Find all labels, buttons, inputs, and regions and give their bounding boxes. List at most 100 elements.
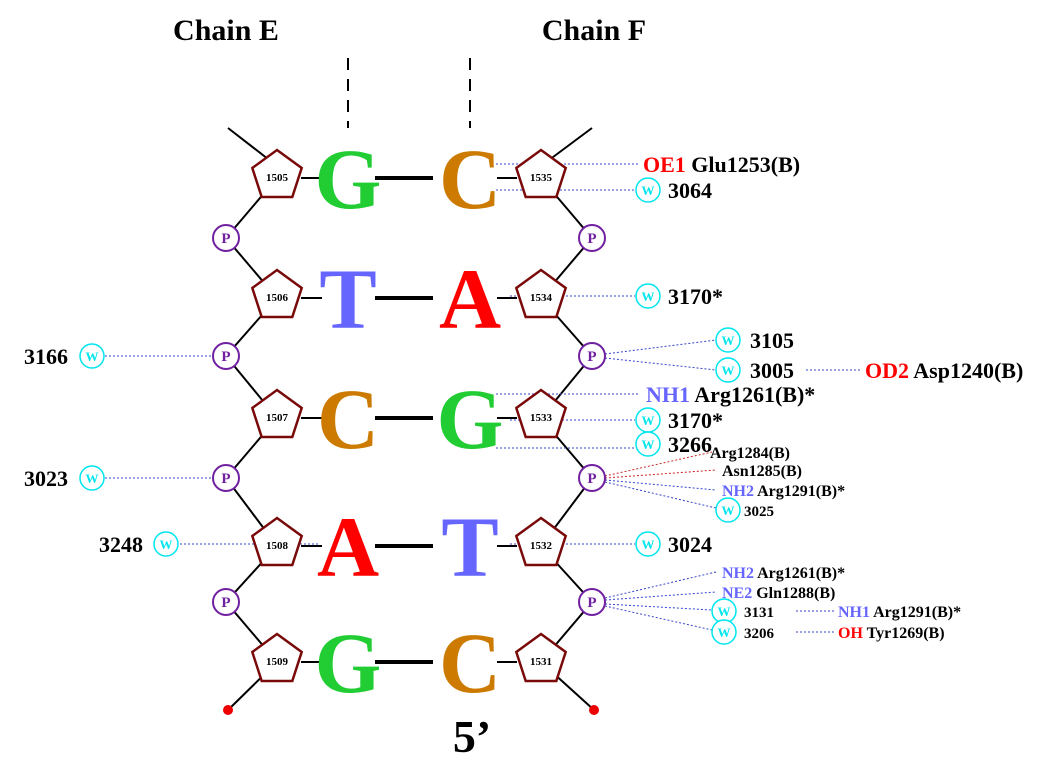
hydrogen-bond-line: [604, 339, 717, 355]
water-label: W: [722, 333, 735, 348]
water-number-3105: 3105: [750, 328, 794, 353]
phosphate-label: P: [587, 595, 596, 611]
residue-asp1240: OD2 Asp1240(B): [865, 358, 1023, 383]
phosphate-circle: [578, 224, 606, 252]
phosphate-label: P: [221, 471, 230, 487]
base-letter: G: [437, 371, 504, 467]
water-label: W: [718, 604, 731, 619]
residue-arg1261-a: NH1 Arg1261(B)*: [646, 382, 815, 407]
water-label: W: [86, 349, 99, 364]
sugar-pentagon: [514, 148, 568, 199]
water-number-3025: 3025: [744, 504, 774, 520]
water-label: W: [642, 537, 655, 552]
sugar-pentagon: [250, 388, 304, 439]
base-letter: C: [439, 615, 501, 711]
phosphate-circle: [578, 342, 606, 370]
hydrogen-bond-line: [604, 571, 717, 599]
hydrogen-bond-line: [604, 357, 717, 371]
phosphate-label: P: [587, 349, 596, 365]
base-letter: A: [439, 251, 501, 347]
hydrogen-bond-line: [604, 479, 717, 491]
phosphate-circle: [578, 588, 606, 616]
sugar-number: 1534: [530, 292, 553, 304]
right-terminal-dot: [589, 705, 599, 715]
residue-glu1253: OE1 Glu1253(B): [643, 152, 800, 177]
water-label: W: [86, 471, 99, 486]
water-circle: [79, 465, 105, 491]
residue-gln1288: NE2 Gln1288(B): [722, 585, 835, 602]
water-number-3131: 3131: [744, 605, 774, 621]
hydrogen-bond-line: [604, 481, 717, 509]
chain-e-title: Chain E: [173, 14, 279, 47]
five-prime-end-label: 5’: [453, 711, 491, 760]
water-circle: [635, 177, 661, 203]
water-circle: [711, 619, 737, 645]
phosphate-label: P: [221, 231, 230, 247]
base-letter: G: [315, 615, 382, 711]
phosphate-label: P: [221, 349, 230, 365]
chain-f-title: Chain F: [542, 14, 646, 47]
sugar-number: 1508: [266, 540, 289, 552]
water-circle: [153, 531, 179, 557]
residue-tyr1269: OH Tyr1269(B): [838, 625, 945, 642]
phosphate-circle: [212, 588, 240, 616]
water-circle: [635, 531, 661, 557]
sugar-pentagon: [250, 268, 304, 319]
base-letter: T: [319, 251, 376, 347]
water-label: W: [642, 289, 655, 304]
water-circle: [715, 497, 741, 523]
water-number-3166: 3166: [24, 344, 68, 369]
base-letter: C: [317, 371, 379, 467]
water-label: W: [722, 363, 735, 378]
phosphate-label: P: [587, 231, 596, 247]
base-letter: C: [439, 131, 501, 227]
water-circle: [715, 357, 741, 383]
water-circle: [635, 283, 661, 309]
hydrogen-bond-line: [604, 605, 713, 631]
sugar-number: 1533: [530, 412, 553, 424]
water-label: W: [718, 625, 731, 640]
residue-arg1284: Arg1284(B): [710, 445, 790, 462]
hydrogen-bond-line: [604, 591, 717, 601]
sugar-number: 1505: [266, 172, 289, 184]
phosphate-circle: [212, 342, 240, 370]
residue-asn1285: Asn1285(B): [722, 463, 802, 480]
sugar-number: 1507: [266, 412, 289, 424]
sugar-pentagon: [250, 632, 304, 683]
water-label: W: [722, 503, 735, 518]
hydrogen-bond-line: [604, 469, 717, 479]
water-label: W: [642, 437, 655, 452]
water-number-3266: 3266: [668, 432, 712, 457]
residue-arg1291-a: NH2 Arg1291(B)*: [722, 483, 845, 500]
water-label: W: [642, 413, 655, 428]
phosphates: P P P P P P P P: [212, 224, 606, 616]
water-number-3064: 3064: [668, 178, 712, 203]
sugar-pentagon: [514, 516, 568, 567]
water-number-3206: 3206: [744, 626, 775, 642]
sugar-pentagon: [250, 516, 304, 567]
base-letter: G: [315, 131, 382, 227]
sugar-pentagon: [514, 388, 568, 439]
water-number-3170a: 3170*: [668, 284, 723, 309]
phosphate-label: P: [221, 595, 230, 611]
water-number-3170b: 3170*: [668, 408, 723, 433]
sugar-number: 1535: [530, 172, 553, 184]
sugar-number: 1509: [266, 656, 289, 668]
water-circle: [79, 343, 105, 369]
phosphate-label: P: [587, 471, 596, 487]
left-terminal-dot: [223, 705, 233, 715]
water-number-3005: 3005: [750, 358, 794, 383]
sugar-number: 1532: [530, 540, 553, 552]
residue-arg1261-b: NH2 Arg1261(B)*: [722, 565, 845, 582]
base-letter: A: [317, 499, 379, 595]
phosphate-circle: [212, 464, 240, 492]
hydrogen-bond-line: [604, 603, 713, 611]
water-label: W: [160, 537, 173, 552]
water-label: W: [642, 183, 655, 198]
sugar-number: 1506: [266, 292, 289, 304]
water-number-3024: 3024: [668, 532, 712, 557]
